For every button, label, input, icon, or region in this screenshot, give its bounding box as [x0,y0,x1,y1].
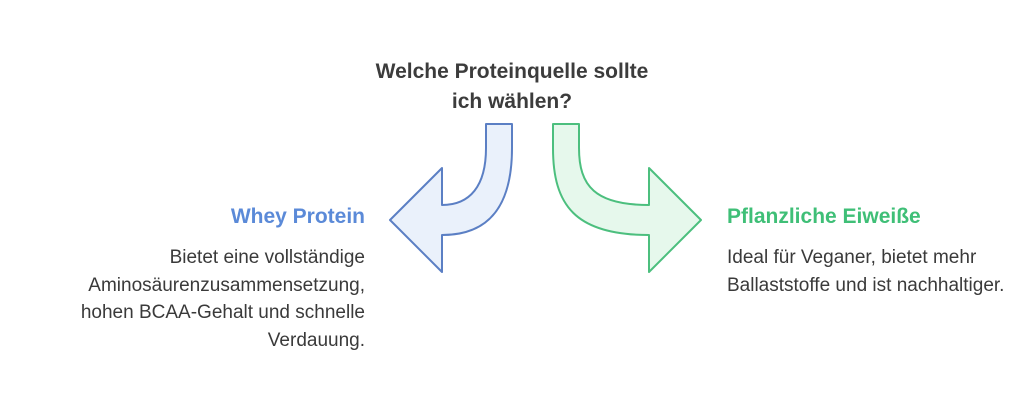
whey-protein-description: Bietet eine vollständige Aminosäurenzusa… [80,247,365,351]
left-curved-arrow [389,123,513,273]
plant-protein-description: Ideal für Veganer, bietet mehr Ballastst… [727,247,1005,296]
whey-protein-title: Whey Protein [230,205,365,228]
plant-protein-title: Pflanzliche Eiweiße [727,205,921,228]
decision-question: Welche Proteinquelle sollte ich wählen? [375,60,649,113]
right-curved-arrow [552,123,702,273]
